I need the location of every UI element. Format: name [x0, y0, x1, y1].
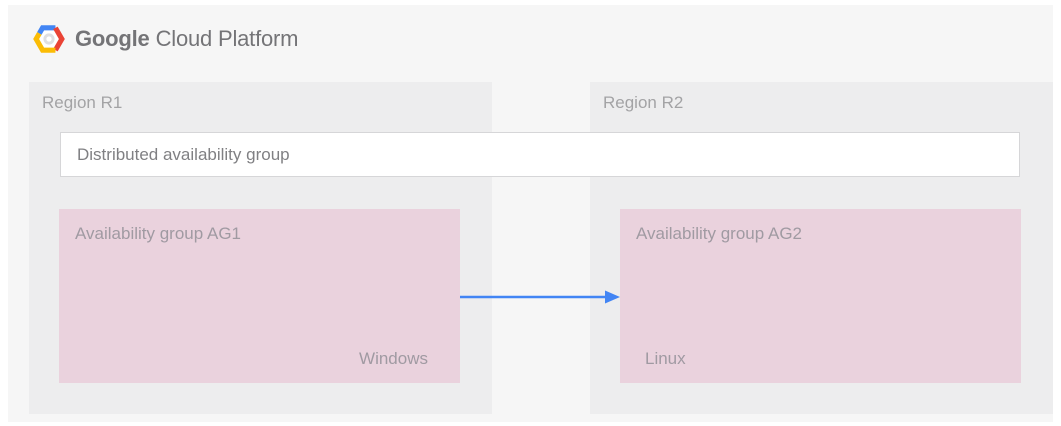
header: Google Cloud Platform [32, 24, 298, 54]
availability-group-ag2-label: Availability group AG2 [636, 224, 803, 243]
ag2-os-label-linux: Linux [645, 349, 686, 368]
availability-group-ag1-label: Availability group AG1 [75, 224, 242, 243]
distributed-availability-group-box: Distributed availability group [60, 132, 1020, 177]
region-r1-label: Region R1 [42, 93, 123, 112]
diagram-canvas: Google Cloud Platform Region R1 Region R… [8, 5, 1053, 422]
availability-group-ag1-box: Availability group AG1 Windows [59, 209, 460, 383]
availability-group-ag2-box: Availability group AG2 Linux [620, 209, 1021, 383]
google-cloud-platform-icon [32, 24, 66, 54]
region-r2-label: Region R2 [603, 93, 684, 112]
distributed-availability-group-label: Distributed availability group [77, 144, 290, 164]
brand-cloud-platform: Cloud Platform [155, 26, 299, 51]
replication-arrow-icon [460, 290, 620, 304]
ag1-os-label-windows: Windows [359, 349, 428, 368]
brand-google: Google [75, 26, 150, 51]
brand-wordmark: Google Cloud Platform [75, 26, 298, 52]
